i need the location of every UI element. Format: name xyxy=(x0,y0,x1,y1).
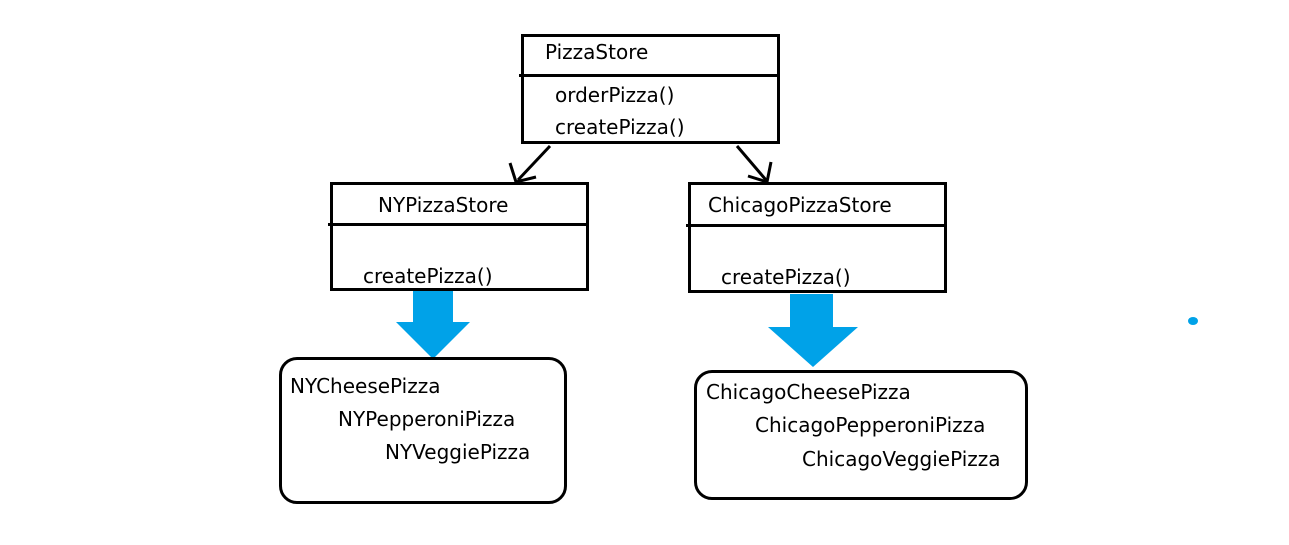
stray-dot xyxy=(1188,317,1198,325)
class-divider xyxy=(519,74,777,77)
pizza-store-method-create: createPizza() xyxy=(555,115,685,139)
chicago-products-arrow xyxy=(768,294,858,367)
class-divider xyxy=(686,224,944,227)
ny-pizza-store-title: NYPizzaStore xyxy=(378,193,509,217)
chicago-pizza-store-title: ChicagoPizzaStore xyxy=(708,193,892,217)
ny-products-arrow xyxy=(396,290,470,359)
ny-product-item: NYVeggiePizza xyxy=(385,440,531,464)
ny-product-item: NYPepperoniPizza xyxy=(338,407,516,431)
ny-pizza-store-class xyxy=(328,182,589,291)
chicago-product-item: ChicagoCheesePizza xyxy=(706,380,911,404)
chicago-pizza-store-class xyxy=(686,182,947,293)
chicago-pizza-store-method-create: createPizza() xyxy=(721,265,851,289)
chicago-products-box xyxy=(694,370,1028,500)
chicago-product-item: ChicagoVeggiePizza xyxy=(802,447,1001,471)
ny-inheritance-arrow xyxy=(508,144,552,184)
pizza-store-title: PizzaStore xyxy=(545,40,649,64)
ny-pizza-store-method-create: createPizza() xyxy=(363,264,493,288)
ny-products-box xyxy=(279,357,567,504)
class-divider xyxy=(328,223,586,226)
pizza-store-method-order: orderPizza() xyxy=(555,83,675,107)
pizza-store-class xyxy=(519,34,780,144)
ny-product-item: NYCheesePizza xyxy=(290,374,441,398)
chicago-inheritance-arrow xyxy=(735,145,773,184)
chicago-product-item: ChicagoPepperoniPizza xyxy=(755,413,986,437)
